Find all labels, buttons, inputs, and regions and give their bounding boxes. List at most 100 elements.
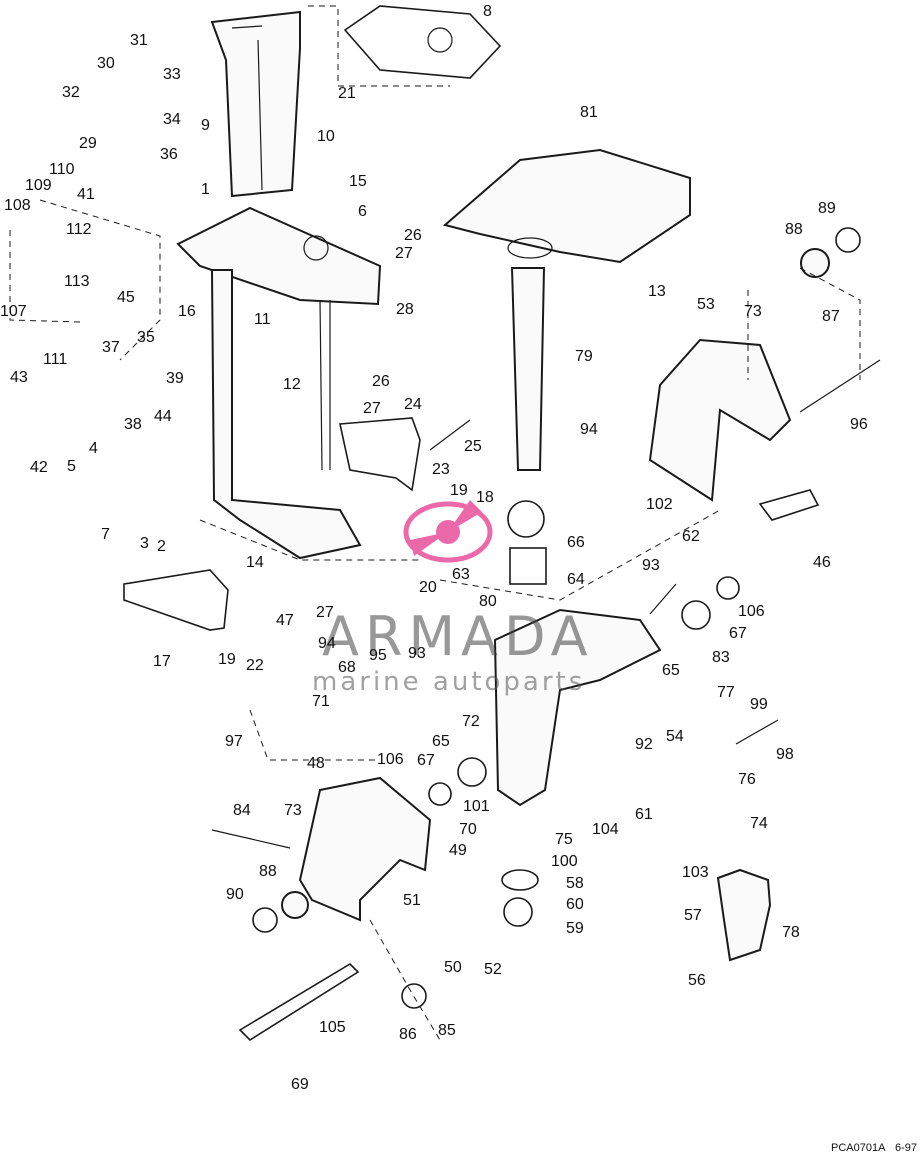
callout-label: 8 (483, 3, 492, 20)
callout-label: 19 (450, 482, 468, 499)
side-cover-shape (123, 569, 229, 631)
steering-tube-shape (510, 267, 546, 471)
stern-bracket-right-shape (648, 338, 792, 502)
callout-label: 46 (813, 554, 831, 571)
callout-label: 19 (218, 651, 236, 668)
callout-label: 67 (729, 625, 747, 642)
pin-98-shape (735, 719, 779, 745)
callout-label: 60 (566, 896, 584, 913)
callout-label: 15 (349, 173, 367, 190)
callout-label: 10 (317, 128, 335, 145)
callout-label: 16 (178, 303, 196, 320)
callout-label: 72 (462, 713, 480, 730)
callout-label: 54 (666, 728, 684, 745)
callout-label: 58 (566, 875, 584, 892)
callout-label: 3 (140, 535, 149, 552)
callout-label: 94 (580, 421, 598, 438)
callout-label: 73 (744, 303, 762, 320)
callout-label: 5 (67, 458, 76, 475)
callout-label: 56 (688, 972, 706, 989)
callout-label: 74 (750, 815, 768, 832)
callout-label: 59 (566, 920, 584, 937)
pivot-tube-shape (758, 489, 820, 521)
callout-label: 31 (130, 32, 148, 49)
watermark: ARMADA marine autoparts (312, 500, 588, 697)
swivel-bracket-lower-shape (493, 608, 662, 807)
clamp-pad-left-shape (252, 907, 278, 933)
callout-label: 79 (575, 348, 593, 365)
nut-bushing-left-shape (457, 757, 487, 787)
callout-label: 109 (25, 177, 52, 194)
callout-label: 32 (62, 84, 80, 101)
swivel-bracket-top-shape (442, 148, 691, 264)
callout-label: 37 (102, 339, 120, 356)
callout-label: 30 (97, 55, 115, 72)
callout-label: 4 (89, 440, 98, 457)
callout-label: 43 (10, 369, 28, 386)
callout-label: 27 (316, 604, 334, 621)
callout-label: 48 (307, 755, 325, 772)
callout-label: 2 (157, 538, 166, 555)
seal-ring-shape (503, 897, 533, 927)
disc-shape (401, 983, 427, 1009)
callout-label: 52 (484, 961, 502, 978)
callout-label: 102 (646, 496, 673, 513)
callout-label: 14 (246, 554, 264, 571)
callout-label: 13 (648, 283, 666, 300)
callout-label: 75 (555, 831, 573, 848)
callout-label: 105 (319, 1019, 346, 1036)
callout-label: 69 (291, 1076, 309, 1093)
bushing-ring-shape (507, 500, 545, 538)
callout-label: 106 (738, 603, 765, 620)
callout-label: 34 (163, 111, 181, 128)
drawing-code: PCA0701A (831, 1142, 886, 1154)
link-bar-shape (238, 962, 360, 1042)
cradle-plate-shape (339, 417, 421, 492)
callout-label: 107 (0, 303, 27, 320)
callout-label: 87 (822, 308, 840, 325)
callout-label: 103 (682, 864, 709, 881)
callout-label: 47 (276, 612, 294, 629)
callout-label: 26 (404, 227, 422, 244)
gasket-plate-shape (343, 5, 502, 79)
callout-label: 57 (684, 907, 702, 924)
footer: PCA0701A 6-97 (831, 1142, 917, 1154)
armada-logo-icon (403, 500, 493, 563)
callout-label: 1 (201, 181, 210, 198)
callout-label: 6 (358, 203, 367, 220)
callout-label: 11 (254, 311, 271, 328)
callout-label: 112 (66, 221, 92, 238)
callout-label: 84 (233, 802, 251, 819)
callout-label: 22 (246, 657, 264, 674)
callout-label: 20 (419, 579, 437, 596)
washer-left-shape (428, 782, 452, 806)
callout-label: 85 (438, 1022, 456, 1039)
callout-label: 111 (43, 351, 67, 368)
watermark-tagline: marine autoparts (312, 667, 585, 697)
callout-label: 25 (464, 438, 482, 455)
callout-label: 94 (318, 635, 336, 652)
callout-label: 78 (782, 924, 800, 941)
callout-label: 100 (551, 853, 578, 870)
callout-label: 96 (850, 416, 868, 433)
callout-label: 71 (312, 693, 330, 710)
callout-label: 9 (201, 117, 210, 134)
callout-label: 65 (432, 733, 450, 750)
callout-label: 27 (363, 400, 381, 417)
callout-label: 33 (163, 66, 181, 83)
callout-label: 106 (377, 751, 404, 768)
callout-label: 80 (479, 593, 497, 610)
part-shapes (9, 5, 881, 1042)
callout-label: 90 (226, 886, 244, 903)
callout-label: 67 (417, 752, 435, 769)
callout-label: 113 (64, 273, 90, 290)
callout-label: 18 (476, 489, 494, 506)
callout-label: 73 (284, 802, 302, 819)
callout-label: 44 (154, 408, 172, 425)
callout-label: 76 (738, 771, 756, 788)
callout-label: 49 (449, 842, 467, 859)
bearing-shape (501, 869, 539, 891)
exhaust-housing-shape (210, 10, 301, 198)
callout-label: 89 (818, 200, 836, 217)
